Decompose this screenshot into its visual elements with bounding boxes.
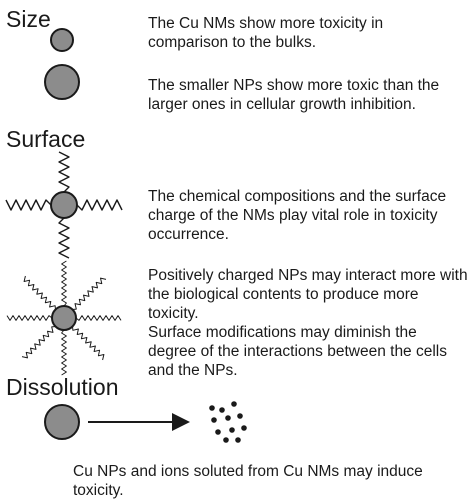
polymer-chain — [75, 315, 122, 321]
ion-dot — [235, 437, 241, 443]
ligand-chain — [58, 151, 70, 193]
dissolution-process — [44, 401, 247, 443]
coated-particle-star — [51, 305, 77, 331]
ion-dot — [209, 405, 215, 411]
ligand-chain — [58, 217, 70, 259]
ion-dot — [219, 407, 225, 413]
ion-dot — [229, 427, 235, 433]
star-coated-particle — [6, 260, 122, 376]
polymer-chain — [72, 326, 105, 361]
ligand-chain — [76, 199, 123, 211]
dissolution-arrow-head — [172, 413, 190, 431]
ion-dot — [223, 437, 229, 443]
surface-text-composition: The chemical compositions and the surfac… — [148, 188, 447, 243]
polymer-chain — [61, 329, 67, 376]
ion-dot — [241, 425, 247, 431]
large-particle — [44, 64, 80, 100]
ligand-chain — [5, 199, 52, 211]
polymer-chain — [23, 275, 56, 310]
ion-dot — [231, 401, 237, 407]
size-particles — [44, 28, 80, 100]
surface-text-modifications: Surface modifications may diminish the d… — [148, 324, 447, 379]
polymer-chain — [21, 326, 56, 359]
ligand-coated-particle — [5, 151, 123, 259]
released-ions — [209, 401, 247, 443]
dissolution-heading: Dissolution — [6, 374, 119, 400]
surface-text-positive-charge: Positively charged NPs may interact more… — [148, 267, 468, 322]
ion-dot — [215, 429, 221, 435]
small-particle — [50, 28, 74, 52]
dissolving-particle — [44, 404, 80, 440]
polymer-chain — [6, 315, 53, 321]
ion-dot — [237, 413, 243, 419]
size-heading: Size — [6, 6, 51, 32]
ion-dot — [225, 415, 231, 421]
surface-heading: Surface — [6, 126, 86, 152]
size-text-bulk-comparison: The Cu NMs show more toxicity in compari… — [148, 15, 384, 51]
size-text-smaller-nps: The smaller NPs show more toxic than the… — [148, 77, 440, 113]
polymer-chain — [61, 260, 67, 307]
polymer-chain — [72, 277, 107, 310]
coated-particle — [50, 191, 78, 219]
ion-dot — [211, 417, 217, 423]
